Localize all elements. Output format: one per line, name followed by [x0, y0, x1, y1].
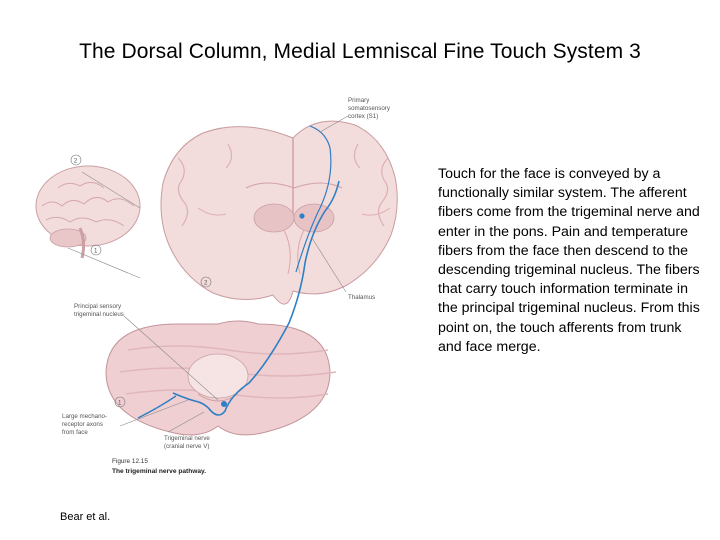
figure-label-mechano-1: Large mechano-: [62, 413, 107, 420]
figure-label-nerve-1: Trigeminal nerve: [164, 435, 210, 442]
figure-label-cortex-1: Primary: [348, 97, 370, 104]
credit-text: Bear et al.: [60, 511, 111, 523]
thalamus-marker: [299, 213, 305, 219]
figure-caption-number: Figure 12.15: [112, 458, 148, 465]
sagittal-brain: [35, 165, 141, 279]
figure-label-num-1: 1: [94, 248, 98, 255]
figure-label-nerve-2: (cranial nerve V): [164, 443, 209, 450]
figure-label-thalamus: Thalamus: [348, 294, 375, 301]
trigeminal-pathway-line: [172, 180, 340, 416]
figure-label-principal-1: Principal sensory: [74, 303, 122, 310]
body-paragraph: Touch for the face is conveyed by a func…: [438, 166, 700, 355]
figure-label-mechano-2: receptor axons: [62, 421, 103, 428]
figure-caption-title: The trigeminal nerve pathway.: [112, 468, 206, 475]
figure-label-cortex-3: cortex (S1): [348, 113, 378, 120]
figure-label-num-1b: 1: [118, 400, 122, 407]
trigeminal-pathway-figure: 2 1 Primary somatosensory cortex (S1) Th…: [28, 88, 408, 488]
figure-label-cortex-2: somatosensory: [348, 105, 391, 112]
slide-title: The Dorsal Column, Medial Lemniscal Fine…: [79, 40, 641, 63]
figure-label-principal-2: trigeminal nucleus: [74, 311, 124, 318]
coronal-brain-section: [160, 120, 398, 305]
figure-label-num-2: 2: [74, 158, 78, 165]
pons-section: [105, 320, 337, 436]
figure-label-num-2b: 2: [204, 280, 208, 287]
figure-illustration: 2 1 Primary somatosensory cortex (S1) Th…: [35, 97, 398, 475]
figure-label-mechano-3: from face: [62, 429, 88, 436]
principal-nucleus-marker: [221, 401, 227, 407]
